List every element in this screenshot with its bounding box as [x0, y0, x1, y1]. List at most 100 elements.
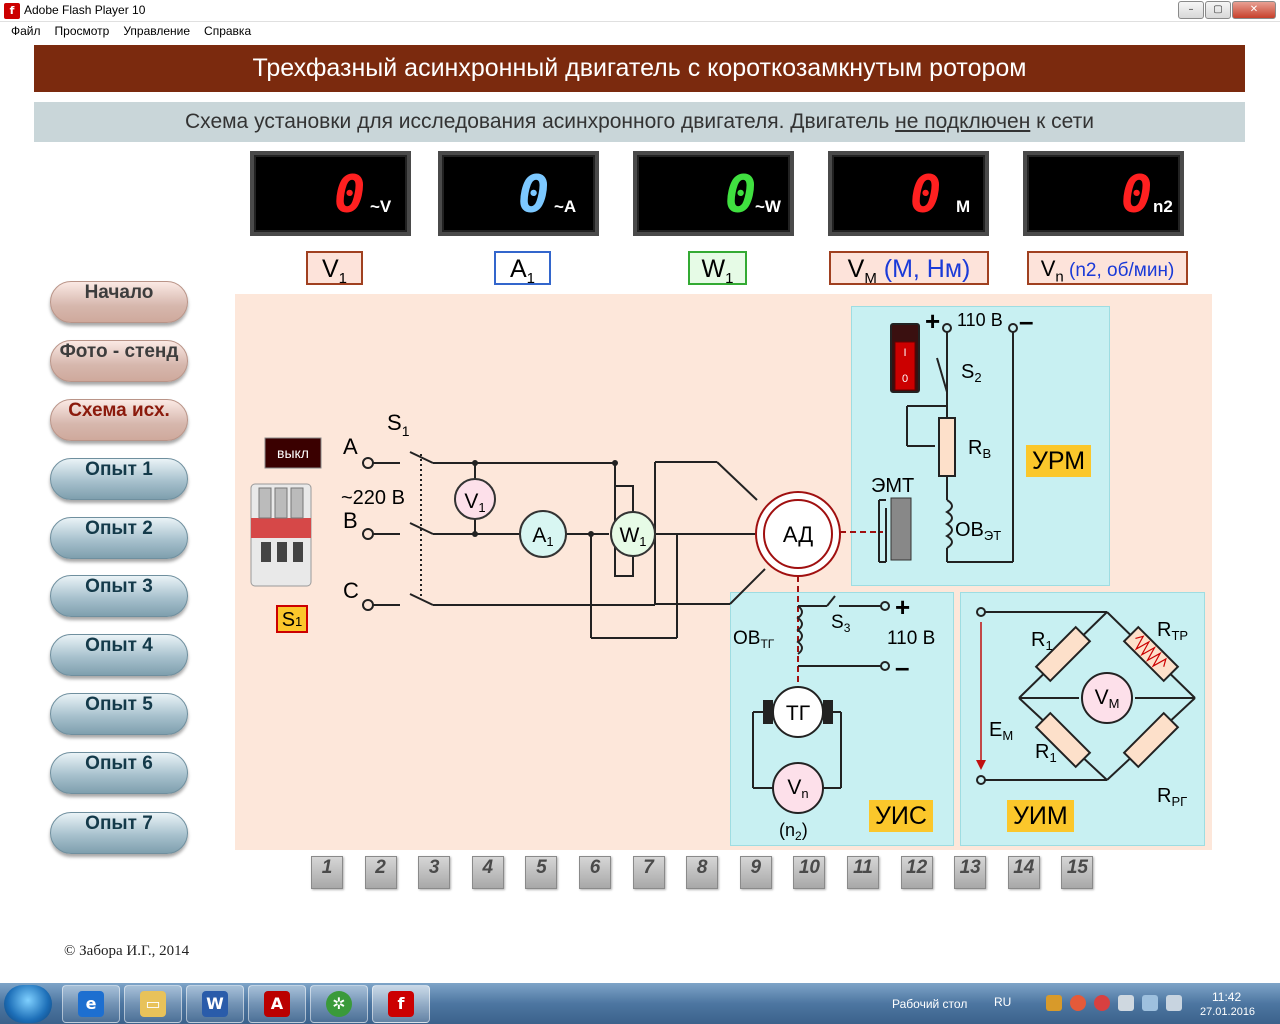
taskbar: e ▭ W A ✲ f Рабочий стол RU 11:42 27.01.…	[0, 983, 1280, 1024]
step-button-13[interactable]: 13	[954, 856, 987, 889]
nav-button-5[interactable]: Опыт 2	[50, 517, 188, 559]
step-button-12[interactable]: 12	[900, 856, 933, 889]
step-button-10[interactable]: 10	[793, 856, 826, 889]
meter-current: 0 ~A	[438, 151, 599, 236]
restore-button[interactable]: ▢	[1205, 1, 1231, 19]
tray-security-icon[interactable]	[1094, 995, 1110, 1011]
clock-date[interactable]: 27.01.2016	[1200, 1006, 1256, 1018]
step-button-15[interactable]: 15	[1061, 856, 1094, 889]
windows-start-icon[interactable]	[4, 985, 52, 1023]
step-button-2[interactable]: 2	[364, 856, 397, 889]
step-button-7[interactable]: 7	[632, 856, 665, 889]
nav-button-9[interactable]: Опыт 6	[50, 752, 188, 794]
window-titlebar: f Adobe Flash Player 10 – ▢ ✕	[0, 0, 1280, 22]
meter-current-unit: ~A	[554, 197, 577, 216]
step-button-3[interactable]: 3	[418, 856, 451, 889]
close-button[interactable]: ✕	[1232, 1, 1276, 19]
page-subtitle: Схема установки для исследования асинхро…	[34, 102, 1245, 142]
window-title: Adobe Flash Player 10	[24, 3, 146, 17]
nav-button-3[interactable]: Схема исх.	[50, 399, 188, 441]
meter-torque-unit: M	[956, 197, 971, 216]
step-button-14[interactable]: 14	[1007, 856, 1040, 889]
tray-antivirus-icon[interactable]	[1070, 995, 1086, 1011]
nav-button-6[interactable]: Опыт 3	[50, 575, 188, 617]
step-button-11[interactable]: 11	[847, 856, 879, 889]
menu-help[interactable]: Справка	[204, 24, 252, 38]
minimize-button[interactable]: –	[1178, 1, 1204, 19]
nav-button-8[interactable]: Опыт 5	[50, 693, 188, 735]
meter-label-a1: A1	[494, 251, 551, 287]
nav-button-1[interactable]: Начало	[50, 281, 188, 323]
taskbar-word[interactable]: W	[186, 985, 244, 1023]
clock-time[interactable]: 11:42	[1212, 990, 1242, 1004]
step-button-5[interactable]: 5	[525, 856, 558, 889]
step-button-9[interactable]: 9	[739, 856, 772, 889]
volume-icon[interactable]	[1166, 995, 1182, 1011]
step-button-8[interactable]: 8	[686, 856, 719, 889]
menu-view[interactable]: Просмотр	[54, 24, 110, 38]
r1-bottom-label: R1	[1035, 741, 1057, 765]
step-button-6[interactable]: 6	[579, 856, 611, 889]
taskbar-app[interactable]: ✲	[310, 985, 368, 1023]
meter-torque-value: 0	[910, 165, 942, 225]
urm-voltage: 110 В	[957, 310, 1003, 330]
a1-meter-symbol: A1	[532, 524, 553, 549]
uis-plus: +	[895, 592, 910, 622]
urm-plus: +	[925, 306, 940, 336]
switch-state[interactable]: выкл	[277, 445, 309, 461]
meter-power-value: 0	[725, 165, 757, 225]
nav-button-7[interactable]: Опыт 4	[50, 634, 188, 676]
nav-button-10[interactable]: Опыт 7	[50, 812, 188, 854]
voltage-label: ~220 В	[341, 487, 405, 509]
lang-indicator[interactable]: RU	[994, 995, 1012, 1009]
w1-meter-symbol: W1	[619, 524, 646, 549]
taskbar-ie[interactable]: e	[62, 985, 120, 1023]
nav-button-4[interactable]: Опыт 1	[50, 458, 188, 500]
phase-c-label: C	[343, 578, 359, 603]
rrg-label: RРГ	[1157, 785, 1187, 809]
meter-label-vn-text: V	[1040, 256, 1056, 281]
s2-label: S2	[961, 361, 982, 385]
ovtg-label: ОВТГ	[733, 628, 775, 651]
vm-meter-symbol: VM	[1095, 686, 1120, 711]
meter-current-value: 0	[518, 165, 550, 225]
meter-label-w1-text: W	[701, 255, 726, 283]
flash-app-icon: f	[4, 3, 20, 19]
motor-status: не подключен	[895, 110, 1031, 133]
network-icon[interactable]	[1142, 995, 1158, 1011]
taskbar-explorer[interactable]: ▭	[124, 985, 182, 1023]
s3-label: S3	[831, 612, 851, 635]
taskbar-acrobat[interactable]: A	[248, 985, 306, 1023]
uis-tag: УИС	[869, 800, 933, 832]
desktop-label[interactable]: Рабочий стол	[892, 997, 968, 1011]
subtitle-before: Схема установки для исследования асинхро…	[185, 110, 896, 133]
step-button-4[interactable]: 4	[471, 856, 504, 889]
urm-switch-off: 0	[902, 373, 908, 385]
uis-minus: –	[895, 652, 909, 682]
copyright: © Забора И.Г., 2014	[64, 943, 190, 959]
word-icon: W	[202, 991, 228, 1017]
n2-label: (n2)	[779, 820, 808, 843]
page-title: Трехфазный асинхронный двигатель с корот…	[34, 45, 1245, 92]
tg-label: ТГ	[786, 702, 810, 725]
meter-voltage-unit: ~V	[370, 197, 392, 216]
phase-a-label: A	[343, 434, 358, 459]
switch-s1-label: S1	[387, 410, 410, 439]
meter-voltage-value: 0	[334, 165, 366, 225]
meter-torque: 0 M	[828, 151, 989, 236]
taskbar-flash[interactable]: f	[372, 985, 430, 1023]
menu-control[interactable]: Управление	[123, 24, 191, 38]
meter-power: 0 ~W	[633, 151, 794, 236]
nav-button-2[interactable]: Фото - стенд	[50, 340, 188, 382]
tray-flag-icon[interactable]	[1118, 995, 1134, 1011]
emt-label: ЭМТ	[871, 475, 914, 497]
meter-label-a1-text: A	[509, 255, 527, 283]
meter-speed-value: 0	[1121, 165, 1153, 225]
circuit-breaker-icon[interactable]	[250, 483, 312, 587]
step-button-1[interactable]: 1	[311, 856, 343, 889]
v1-meter-symbol: V1	[464, 490, 485, 515]
menu-file[interactable]: Файл	[11, 24, 41, 38]
tray-app-icon[interactable]	[1046, 995, 1062, 1011]
ovet-label: ОВЭТ	[955, 519, 1001, 543]
em-label: EM	[989, 719, 1013, 743]
